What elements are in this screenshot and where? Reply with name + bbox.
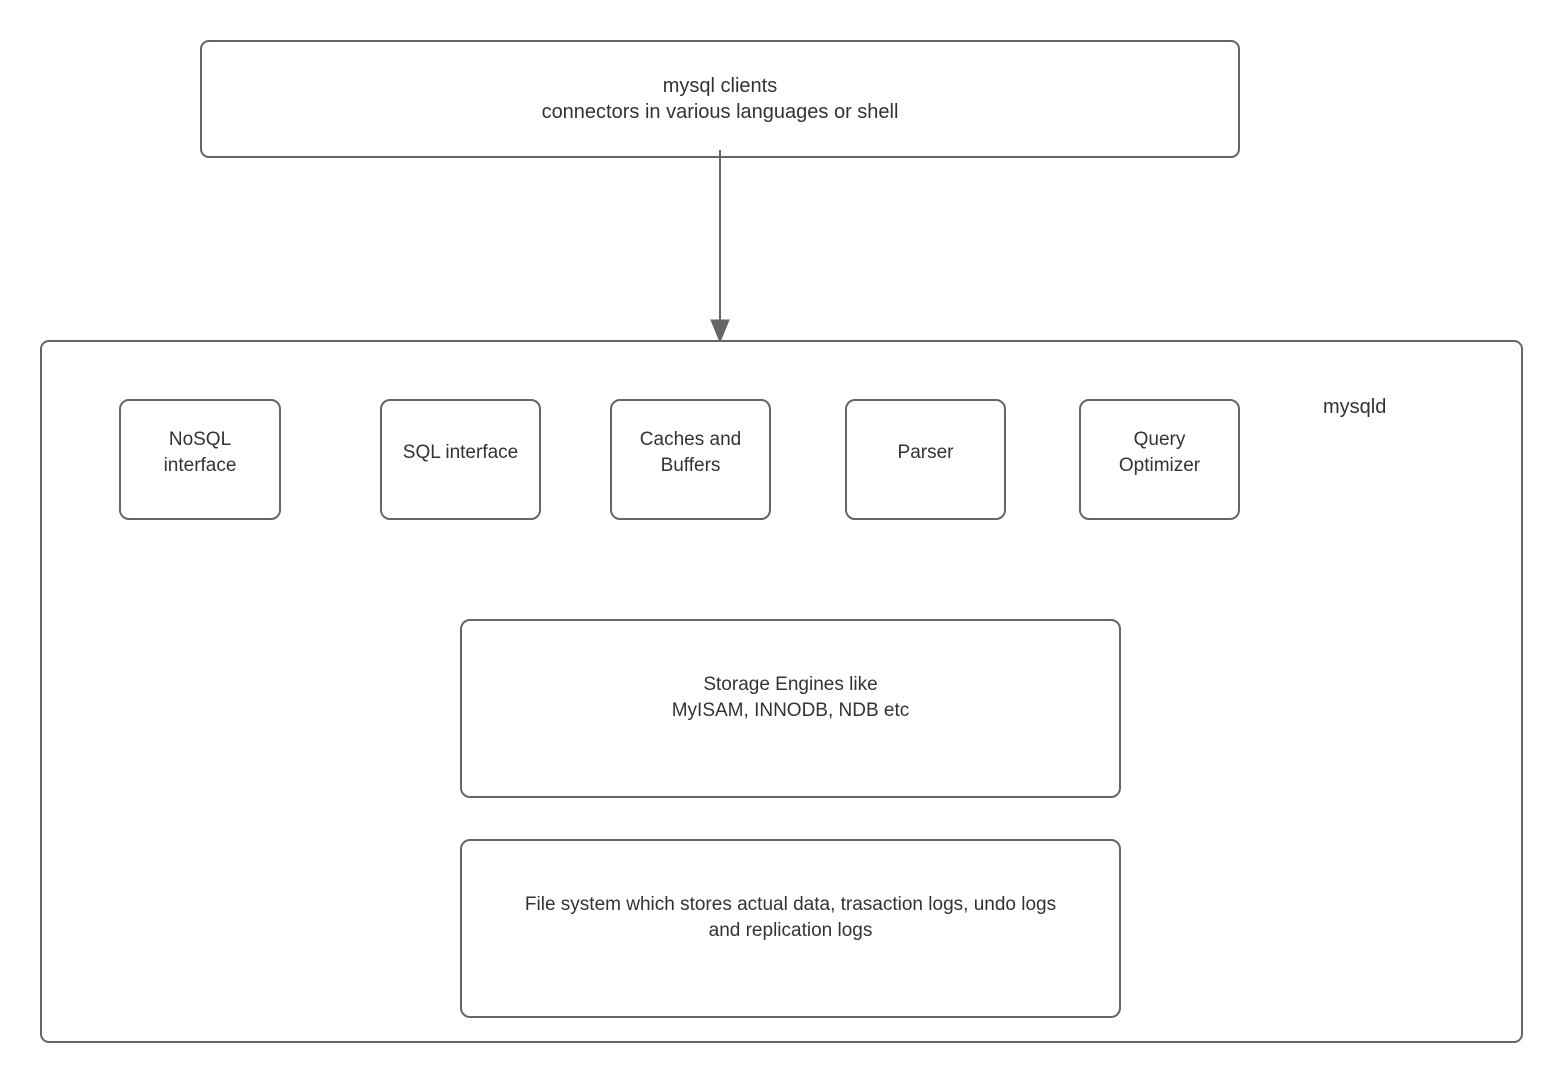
mysqld-label: mysqld [1323, 396, 1387, 418]
node-storage-engines-label: Storage Engines like MyISAM, INNODB, NDB… [671, 674, 910, 721]
node-file-system[interactable]: File system which stores actual data, tr… [460, 839, 1121, 1018]
node-query-optimizer[interactable]: Query Optimizer [1079, 399, 1240, 520]
node-sql-interface[interactable]: SQL interface [380, 399, 541, 520]
node-sql-interface-label: SQL interface [402, 441, 519, 463]
node-caches-and-buffers[interactable]: Caches and Buffers [610, 399, 771, 520]
node-nosql-interface[interactable]: NoSQL interface [119, 399, 281, 520]
mysql-clients-label: mysql clients connectors in various lang… [541, 74, 899, 123]
node-file-system-label: File system which stores actual data, tr… [524, 894, 1057, 941]
node-caches-and-buffers-label: Caches and Buffers [639, 429, 742, 476]
node-storage-engines[interactable]: Storage Engines like MyISAM, INNODB, NDB… [460, 619, 1121, 798]
node-nosql-interface-label: NoSQL interface [163, 429, 237, 476]
arrow-icon [710, 150, 730, 344]
connector-clients-to-mysqld [690, 150, 750, 350]
mysql-clients-box[interactable]: mysql clients connectors in various lang… [200, 40, 1240, 158]
node-query-optimizer-label: Query Optimizer [1118, 429, 1201, 476]
node-parser-label: Parser [897, 441, 954, 463]
node-parser[interactable]: Parser [845, 399, 1006, 520]
